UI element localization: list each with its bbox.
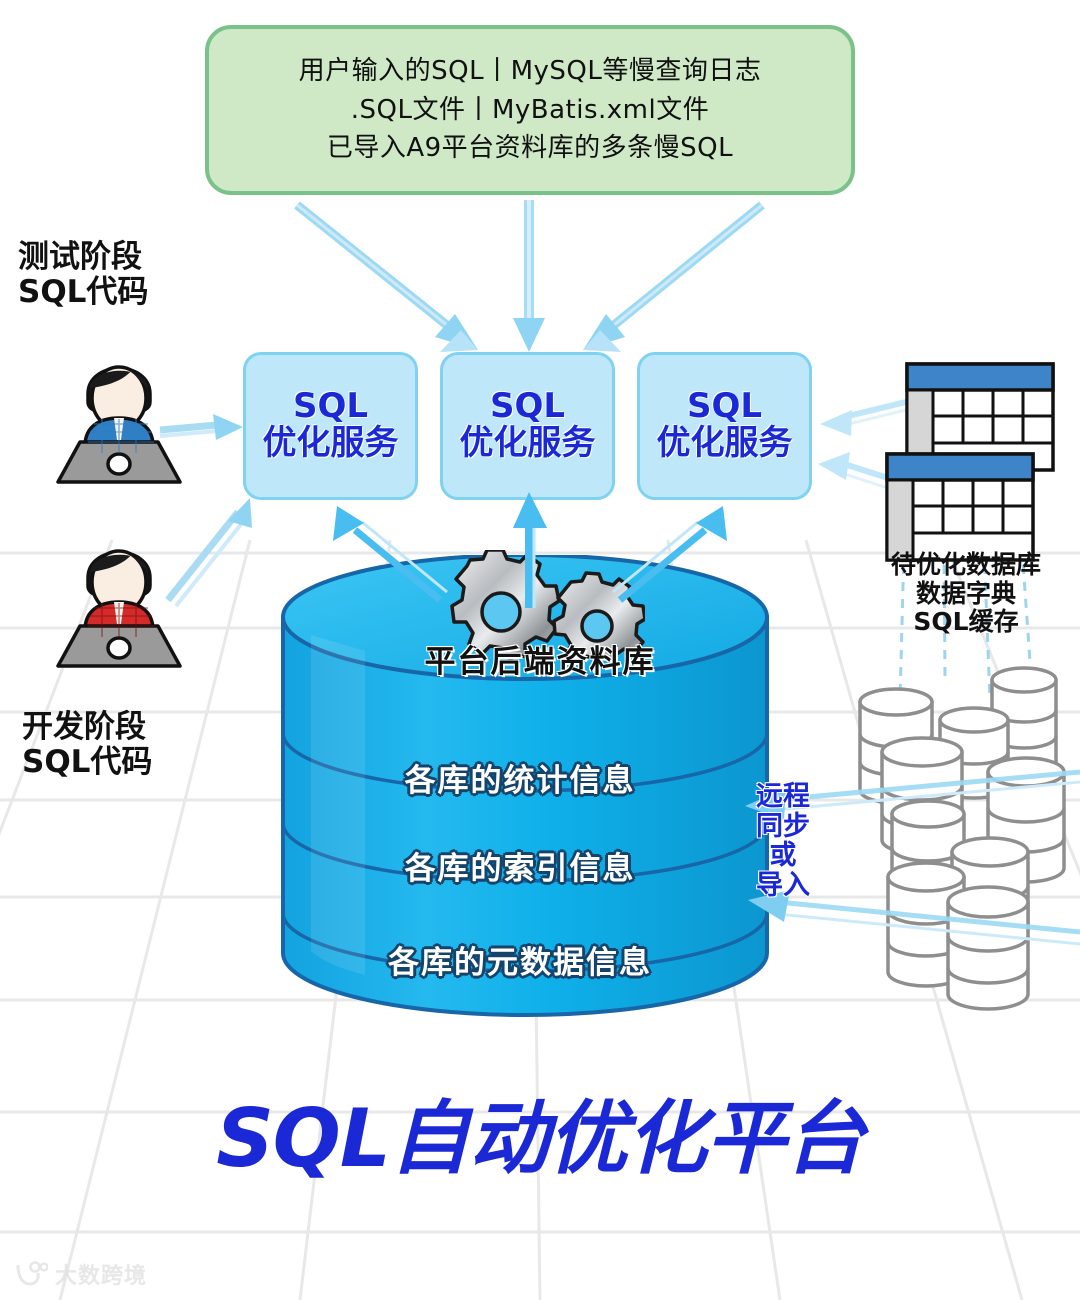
service-2-line2: 优化服务 xyxy=(459,423,596,464)
arrow-db-up-left xyxy=(333,506,448,603)
service-3-line2: 优化服务 xyxy=(656,423,793,464)
sql-optimization-service-2[interactable]: SQL 优化服务 xyxy=(440,352,615,500)
arrow-db-up-right xyxy=(612,506,727,603)
arrow-source-right xyxy=(583,201,765,352)
tables-label-line3: SQL缓存 xyxy=(913,607,1019,636)
arrow-sync-top xyxy=(745,769,1080,820)
label-test-line1: 测试阶段 xyxy=(18,239,142,275)
external-database-cluster xyxy=(858,666,1066,1011)
arrow-sync-bottom xyxy=(748,890,1080,946)
arrow-table-bottom xyxy=(818,452,889,490)
label-dev-line2: SQL代码 xyxy=(22,743,153,780)
arrow-test-to-service xyxy=(159,414,243,440)
platform-db-layer-1: 各库的统计信息 xyxy=(404,763,636,799)
watermark: 大数跨境 xyxy=(14,1258,147,1290)
actor-test-stage-icon xyxy=(56,365,182,484)
source-line-3: 已导入A9平台资料库的多条慢SQL xyxy=(326,133,734,164)
db-cylinder xyxy=(946,885,1030,1011)
arrow-table-top xyxy=(820,399,907,436)
source-input-box: 用户输入的SQL丨MySQL等慢查询日志 .SQL文件丨MyBatis.xml文… xyxy=(205,25,855,195)
service-1-line1: SQL xyxy=(292,385,369,426)
source-line-1: 用户输入的SQL丨MySQL等慢查询日志 xyxy=(298,56,762,87)
tables-label-line2: 数据字典 xyxy=(915,578,1016,608)
arrow-db-up-center xyxy=(513,492,547,608)
label-test-line2: SQL代码 xyxy=(18,273,149,310)
sql-optimization-service-3[interactable]: SQL 优化服务 xyxy=(637,352,812,500)
sync-line3: 或 xyxy=(769,840,797,872)
arrow-source-center xyxy=(513,200,545,352)
actor-dev-stage-icon xyxy=(56,549,182,668)
label-dev-line1: 开发阶段 xyxy=(22,709,146,745)
sync-line2: 同步 xyxy=(756,810,810,842)
arrow-source-left xyxy=(294,201,478,352)
db-cylinder xyxy=(886,861,966,988)
label-remote-sync: 远程 同步 或 导入 xyxy=(752,782,814,901)
page-title: SQL自动优化平台 xyxy=(216,1092,865,1185)
sql-optimization-service-1[interactable]: SQL 优化服务 xyxy=(243,352,418,500)
watermark-text: 大数跨境 xyxy=(55,1264,148,1289)
watermark-logo-icon xyxy=(16,1261,48,1286)
label-target-databases: 待优化数据库 数据字典 SQL缓存 xyxy=(866,550,1066,637)
service-1-line2: 优化服务 xyxy=(262,423,399,464)
source-line-2: .SQL文件丨MyBatis.xml文件 xyxy=(350,94,710,125)
platform-db-layer-2: 各库的索引信息 xyxy=(404,851,636,887)
platform-db-title: 平台后端资料库 xyxy=(424,644,656,680)
service-3-line1: SQL xyxy=(686,385,763,426)
label-dev-stage: 开发阶段 SQL代码 xyxy=(22,710,152,779)
sync-line4: 导入 xyxy=(756,870,810,902)
platform-db-layer-3: 各库的元数据信息 xyxy=(388,945,652,981)
arrow-dev-to-service xyxy=(165,498,252,608)
tables-label-line1: 待优化数据库 xyxy=(890,550,1041,579)
service-2-line1: SQL xyxy=(489,385,566,426)
sync-line1: 远程 xyxy=(756,781,810,812)
label-test-stage: 测试阶段 SQL代码 xyxy=(18,240,148,309)
table-icon-front xyxy=(885,452,1035,562)
